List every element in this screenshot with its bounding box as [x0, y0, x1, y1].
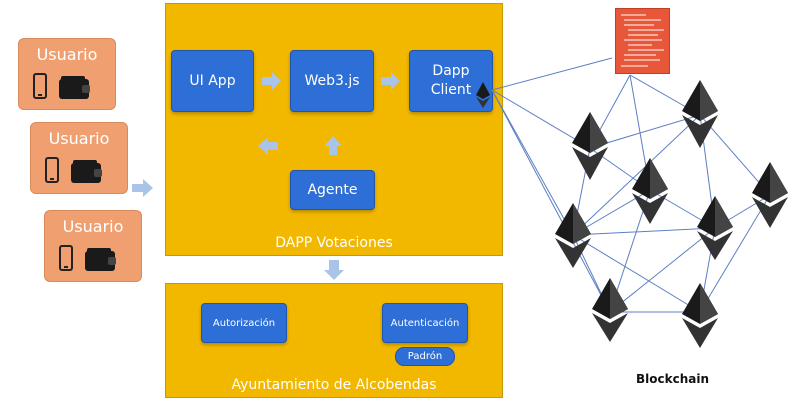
padron-database: Padrón	[395, 347, 455, 366]
dapp-votaciones-container: DAPP Votaciones	[165, 3, 503, 256]
arrow-right-icon	[132, 179, 153, 197]
user-label: Usuario	[36, 45, 98, 64]
autenticacion-box: Autenticación	[382, 303, 468, 343]
ethereum-node-icon	[697, 196, 733, 260]
padron-label: Padrón	[407, 351, 443, 362]
smart-contract-icon	[615, 8, 670, 74]
ethereum-node-icon	[632, 158, 668, 224]
user-label: Usuario	[48, 129, 110, 148]
user-card-2: Usuario	[30, 122, 128, 194]
dapp-client-label-1: Dapp	[432, 63, 470, 79]
blockchain-label: Blockchain	[636, 372, 710, 386]
arrow-right-icon	[381, 72, 400, 90]
web3-box: Web3.js	[290, 50, 374, 112]
arrow-up-icon	[324, 136, 342, 155]
ethereum-node-icon	[555, 203, 591, 268]
dapp-title: DAPP Votaciones	[275, 235, 393, 251]
phone-icon	[59, 245, 73, 271]
phone-icon	[45, 157, 59, 183]
arrow-right-icon	[262, 72, 281, 90]
autenticacion-label: Autenticación	[390, 317, 460, 329]
ethereum-node-icon	[682, 80, 718, 148]
web3-label: Web3.js	[304, 72, 360, 89]
user-label: Usuario	[62, 217, 124, 236]
arrow-left-up-icon	[258, 137, 278, 155]
ethereum-node-icon	[752, 162, 788, 228]
dapp-client-label-2: Client	[430, 82, 472, 98]
user-card-3: Usuario	[44, 210, 142, 282]
ethereum-node-icon	[572, 112, 608, 180]
ui-app-label: UI App	[189, 72, 236, 89]
autorizacion-box: Autorización	[201, 303, 287, 343]
phone-icon	[33, 73, 47, 99]
wallet-icon	[85, 248, 116, 271]
autorizacion-label: Autorización	[212, 317, 276, 329]
code-lines-icon	[621, 14, 664, 67]
ui-app-box: UI App	[171, 50, 254, 112]
ethereum-node-icon	[682, 283, 718, 348]
ethereum-icon	[476, 82, 490, 108]
ayuntamiento-title: Ayuntamiento de Alcobendas	[231, 377, 437, 393]
agente-box: Agente	[290, 170, 375, 210]
wallet-icon	[59, 76, 90, 99]
wallet-icon	[71, 160, 102, 183]
user-card-1: Usuario	[18, 38, 116, 110]
arrow-down-icon	[324, 260, 344, 280]
ethereum-node-icon	[592, 278, 628, 342]
agente-label: Agente	[307, 181, 358, 198]
